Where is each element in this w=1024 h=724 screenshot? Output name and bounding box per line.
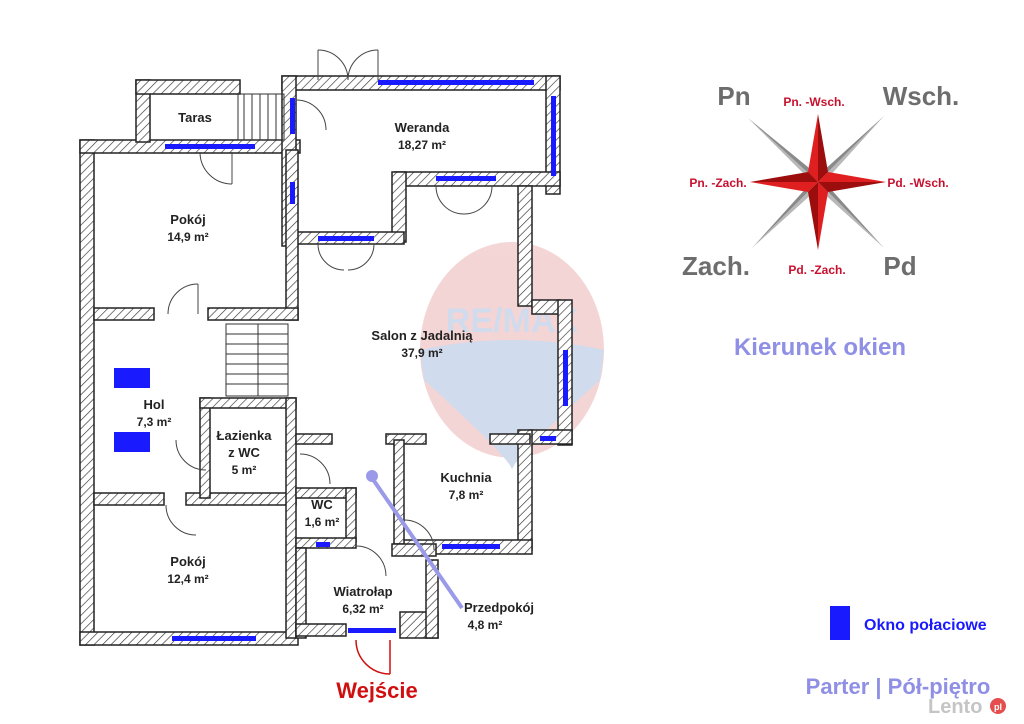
window-salon-top [436, 176, 496, 181]
stairs [225, 93, 289, 397]
compass-w: Zach. [682, 251, 750, 281]
room-wiatrolap-name: Wiatrołap [333, 584, 392, 599]
room-labels: Taras Weranda 18,27 m² Pokój 14,9 m² Sal… [137, 110, 534, 632]
room-pokoj1-area: 14,9 m² [167, 230, 208, 244]
room-pokoj1-name: Pokój [170, 212, 205, 227]
room-przedpokoj-name: Przedpokój [464, 600, 534, 615]
legend-skylight-swatch [830, 606, 850, 640]
compass-se: Pd. -Wsch. [887, 176, 948, 190]
room-pokoj2-name: Pokój [170, 554, 205, 569]
compass-nw: Pn. -Zach. [689, 176, 746, 190]
window-wc [316, 542, 330, 547]
skylight-2 [114, 432, 150, 452]
compass-n: Pn [717, 81, 750, 111]
doors [165, 49, 493, 577]
compass-s: Pd [883, 251, 916, 281]
legend: Okno połaciowe [830, 606, 987, 640]
room-wc-name: WC [311, 497, 333, 512]
lento-watermark: Lento pl [928, 696, 1006, 718]
room-lazienka-area: 5 m² [232, 463, 257, 477]
room-lazienka-name2: z WC [228, 445, 260, 460]
lento-suffix: pl [994, 702, 1002, 712]
room-lazienka-name: Łazienka [217, 428, 273, 443]
window-salon-right [563, 350, 568, 406]
windows-direction-title: Kierunek okien [734, 334, 906, 361]
room-weranda-area: 18,27 m² [398, 138, 446, 152]
window-pokoj2-bottom [172, 636, 256, 641]
room-hol-name: Hol [144, 397, 165, 412]
window-wiatrolap [348, 628, 396, 633]
room-taras-name: Taras [178, 110, 212, 125]
compass-sw: Pd. -Zach. [788, 263, 845, 277]
room-weranda-name: Weranda [395, 120, 450, 135]
compass-rose [748, 114, 886, 250]
legend-skylight-label: Okno połaciowe [864, 617, 987, 634]
floor-label: Parter | Pół-piętro [806, 674, 991, 699]
room-salon-area: 37,9 m² [401, 346, 442, 360]
room-wiatrolap-area: 6,32 m² [342, 602, 383, 616]
compass-labels: Pn Wsch. Zach. Pd Pn. -Wsch. Pn. -Zach. … [682, 81, 959, 281]
room-hol-area: 7,3 m² [137, 415, 172, 429]
room-pokoj2-area: 12,4 m² [167, 572, 208, 586]
entrance-door [355, 639, 391, 675]
room-kuchnia-area: 7,8 m² [449, 488, 484, 502]
room-kuchnia-name: Kuchnia [440, 470, 492, 485]
room-salon-name: Salon z Jadalnią [371, 328, 473, 343]
windows [114, 80, 568, 641]
room-wc-area: 1,6 m² [305, 515, 340, 529]
window-weranda-top1 [378, 80, 438, 85]
window-weranda-right [551, 96, 556, 176]
window-kuchnia-corner [540, 436, 556, 441]
room-przedpokoj-area: 4,8 m² [468, 618, 503, 632]
compass-e: Wsch. [883, 81, 960, 111]
window-weranda-top2 [436, 80, 534, 85]
skylight-1 [114, 368, 150, 388]
window-weranda-bottom [318, 236, 374, 241]
przedpokoj-leader [366, 470, 464, 610]
window-kuchnia-bottom [442, 544, 500, 549]
window-pokoj1-right [290, 182, 295, 204]
window-pokoj1 [165, 144, 255, 149]
window-weranda-left [290, 98, 295, 134]
lento-site: Lento [928, 696, 982, 718]
compass-ne: Pn. -Wsch. [783, 95, 844, 109]
entrance-label: Wejście [336, 678, 418, 703]
